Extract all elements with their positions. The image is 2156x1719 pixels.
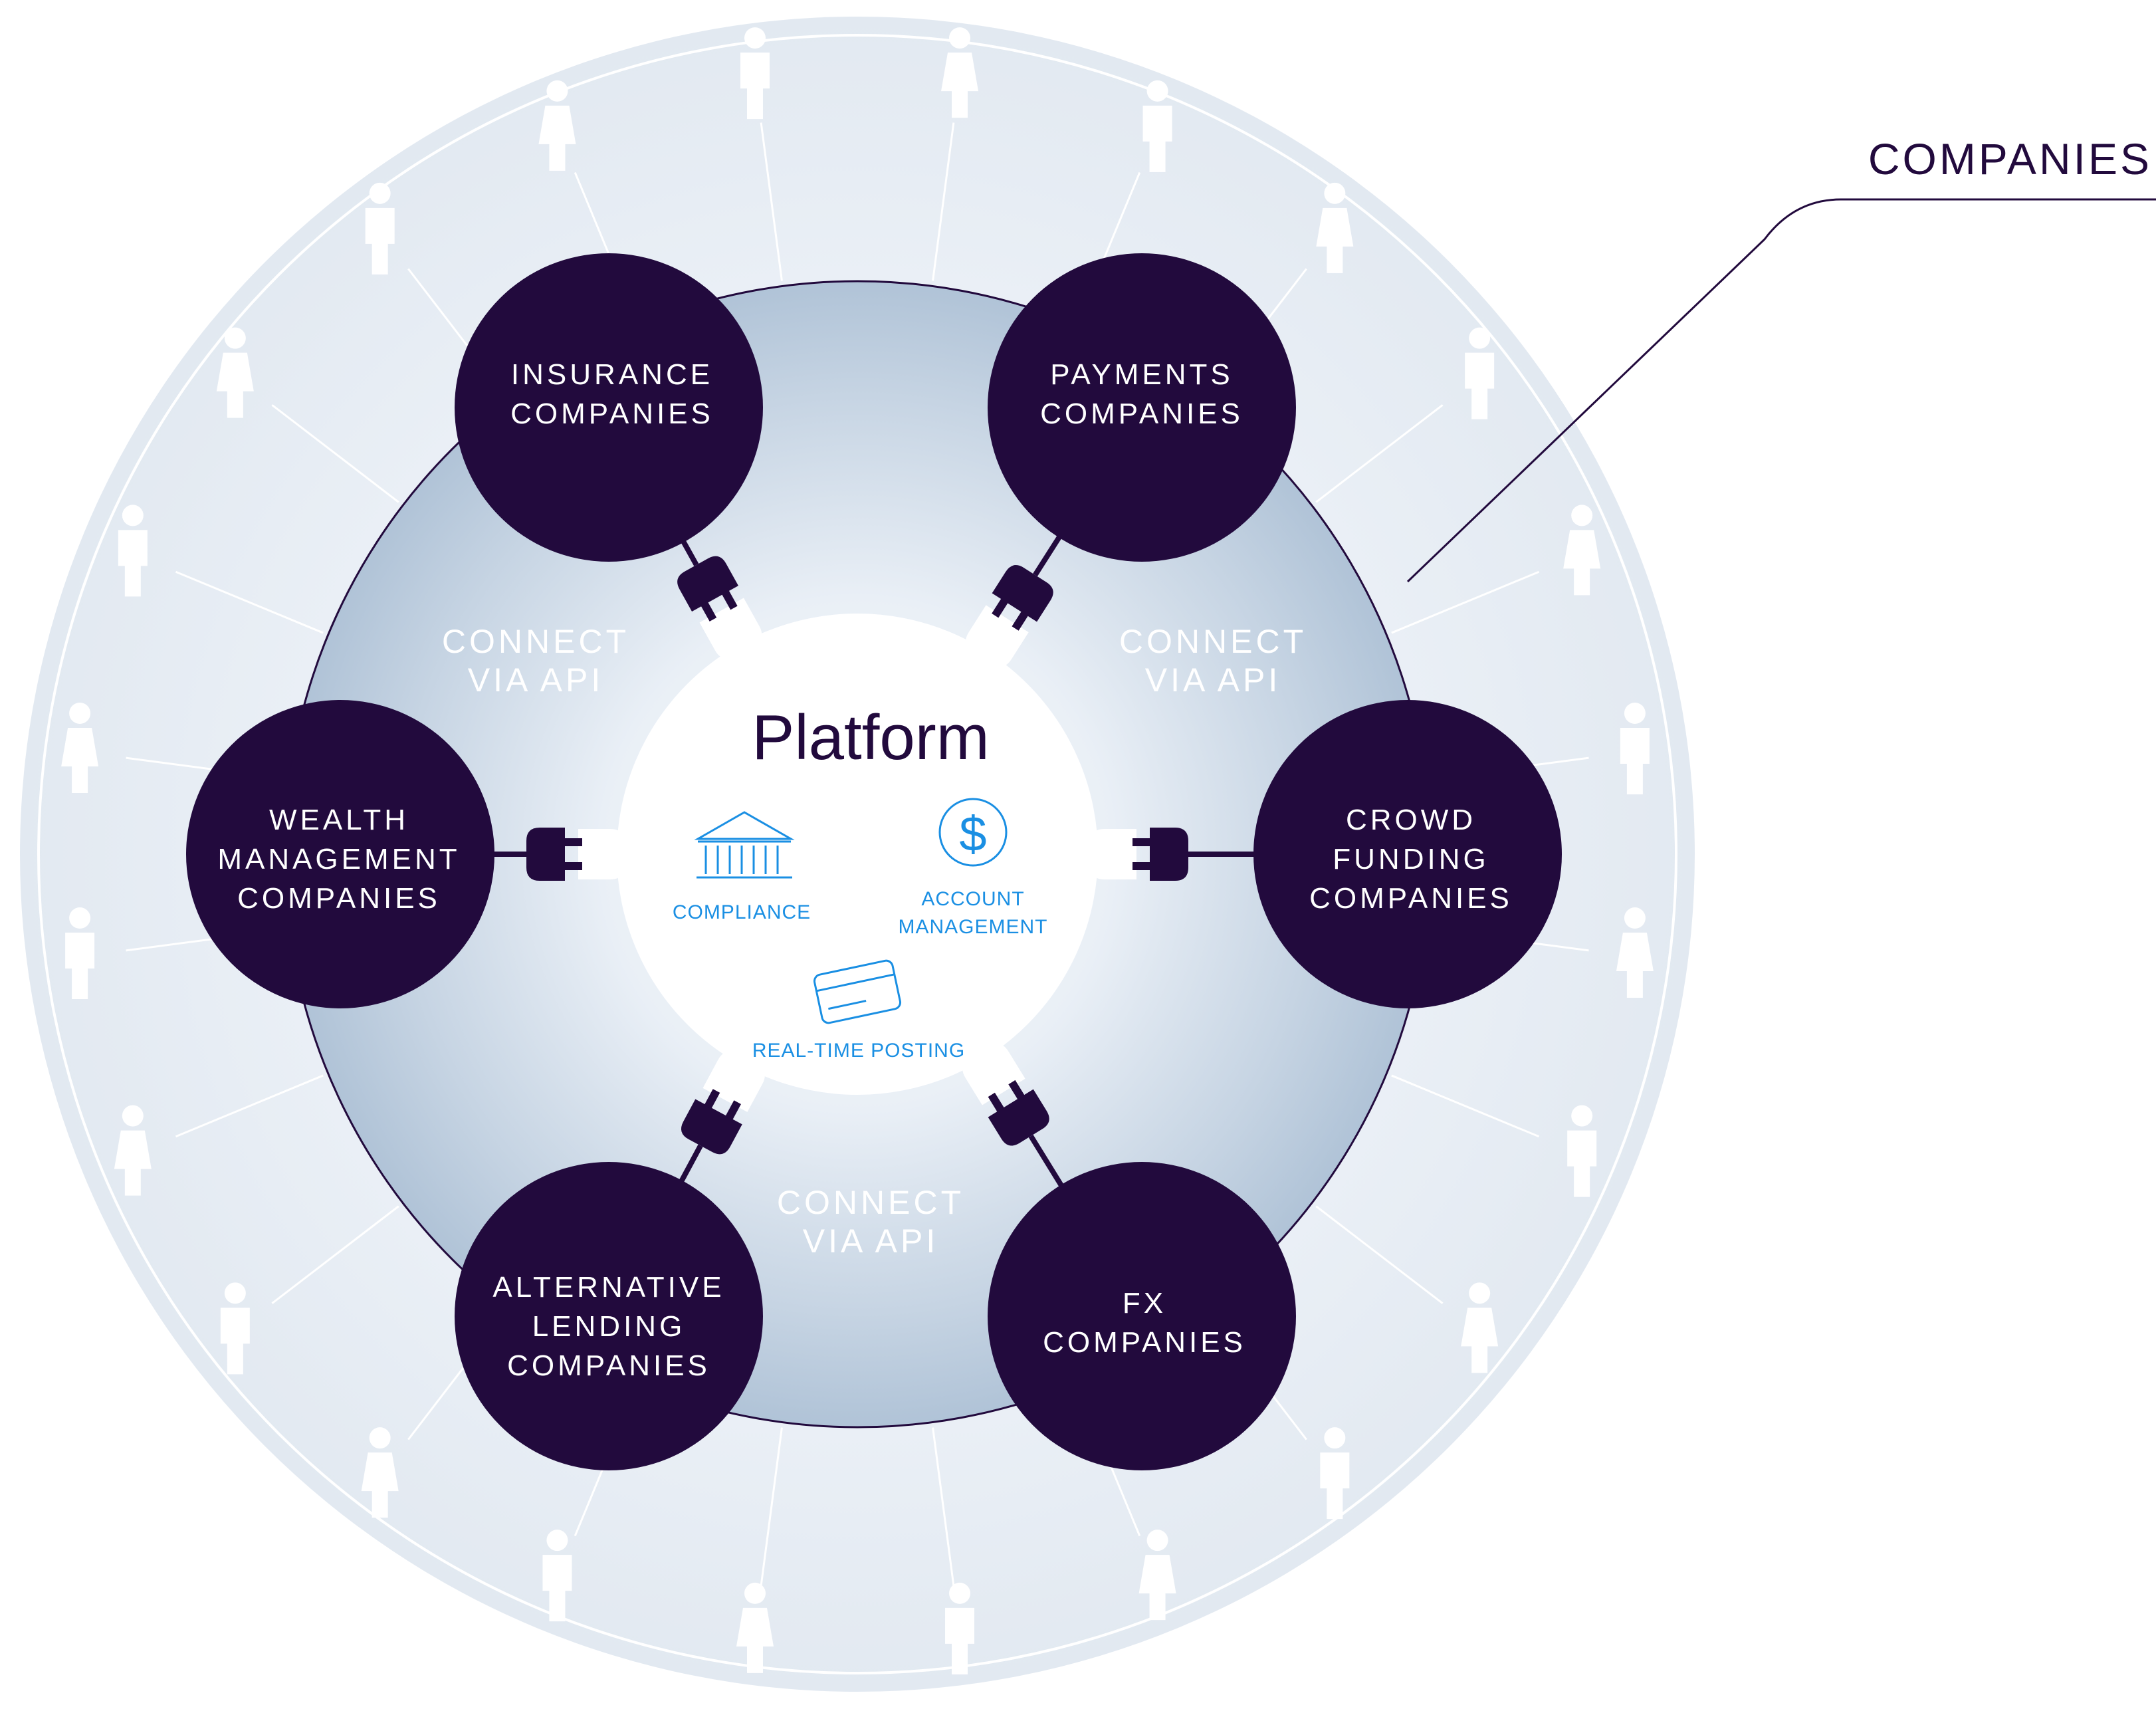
company-node-payments[interactable]: PAYMENTS COMPANIES xyxy=(988,253,1296,562)
svg-text:$: $ xyxy=(959,806,986,861)
plug-connectors xyxy=(490,532,1257,1190)
svg-text:WEALTH: WEALTH xyxy=(269,804,409,836)
person-icon xyxy=(941,27,979,118)
svg-text:VIA API: VIA API xyxy=(1145,661,1281,699)
svg-text:FX: FX xyxy=(1123,1287,1166,1319)
svg-text:LENDING: LENDING xyxy=(532,1310,686,1343)
spoke-line xyxy=(271,404,399,503)
person-icon xyxy=(945,1582,975,1674)
person-icon xyxy=(361,1427,399,1518)
person-icon xyxy=(61,702,99,793)
plug-icon xyxy=(677,1051,765,1185)
svg-text:FUNDING: FUNDING xyxy=(1333,843,1489,875)
person-icon xyxy=(1316,182,1354,273)
spoke-line xyxy=(175,1074,324,1138)
platform-hub[interactable] xyxy=(617,614,1098,1095)
plug-icon xyxy=(677,537,762,659)
person-icon xyxy=(1138,1530,1176,1621)
person-icon xyxy=(65,907,95,1000)
company-node-fx[interactable]: FX COMPANIES xyxy=(988,1162,1296,1470)
svg-text:CROWD: CROWD xyxy=(1346,804,1476,836)
platform-title: Platform xyxy=(752,702,989,773)
svg-text:COMPANIES: COMPANIES xyxy=(510,398,714,430)
plug-icon xyxy=(490,828,625,881)
company-node-insurance[interactable]: INSURANCE COMPANIES xyxy=(455,253,763,562)
connect-label-left: CONNECT VIA API xyxy=(442,623,629,699)
callout-line xyxy=(1406,198,2156,583)
person-icon xyxy=(118,505,148,597)
compliance-label: COMPLIANCE xyxy=(673,901,811,923)
plug-icon xyxy=(1090,828,1257,881)
person-icon xyxy=(1563,505,1601,596)
bank-building-icon xyxy=(694,811,795,879)
company-node-wealth-management[interactable]: WEALTH MANAGEMENT COMPANIES xyxy=(186,700,494,1008)
svg-text:VIA API: VIA API xyxy=(468,661,604,699)
spoke-line xyxy=(1315,1205,1444,1304)
svg-text:CONNECT: CONNECT xyxy=(777,1184,964,1221)
credit-card-icon xyxy=(813,959,902,1024)
svg-text:COMPANIES: COMPANIES xyxy=(507,1349,710,1382)
svg-text:ALTERNATIVE: ALTERNATIVE xyxy=(492,1271,724,1304)
person-icon xyxy=(220,1282,250,1375)
person-icon xyxy=(736,1582,774,1673)
person-icon xyxy=(216,327,254,418)
spoke-line xyxy=(932,1427,955,1586)
spoke-line xyxy=(1391,570,1540,634)
person-icon xyxy=(538,80,576,171)
people-group xyxy=(61,27,1654,1674)
person-icon xyxy=(1465,327,1495,419)
spoke-line xyxy=(760,1427,783,1586)
account-management-label-2: MANAGEMENT xyxy=(898,916,1047,938)
svg-text:COMPANIES: COMPANIES xyxy=(1040,398,1243,430)
connect-label-bottom: CONNECT VIA API xyxy=(777,1184,964,1260)
person-icon xyxy=(1616,907,1654,998)
spoke-line xyxy=(760,122,783,281)
svg-text:COMPANIES: COMPANIES xyxy=(1309,882,1513,915)
spoke-line xyxy=(175,570,324,634)
company-node-crowd-funding[interactable]: CROWD FUNDING COMPANIES xyxy=(1253,700,1562,1008)
svg-text:PAYMENTS: PAYMENTS xyxy=(1050,358,1234,391)
person-icon xyxy=(1142,80,1172,172)
callout-label: COMPANIES xyxy=(1868,134,2152,183)
spoke-line xyxy=(1315,404,1444,503)
dollar-circle-icon: $ xyxy=(938,798,1008,867)
person-icon xyxy=(1320,1427,1350,1520)
person-icon xyxy=(1461,1282,1499,1373)
svg-text:INSURANCE: INSURANCE xyxy=(511,358,713,391)
svg-text:COMPANIES: COMPANIES xyxy=(1043,1326,1246,1359)
person-icon xyxy=(1567,1105,1597,1197)
person-icon xyxy=(740,27,770,120)
connect-label-right: CONNECT VIA API xyxy=(1119,623,1307,699)
account-management-label-1: ACCOUNT xyxy=(921,888,1024,910)
real-time-posting-label: REAL-TIME POSTING xyxy=(752,1040,965,1062)
person-icon xyxy=(1620,702,1650,794)
person-icon xyxy=(365,182,395,275)
svg-text:CONNECT: CONNECT xyxy=(1119,623,1307,660)
spoke-line xyxy=(1391,1074,1540,1138)
svg-text:MANAGEMENT: MANAGEMENT xyxy=(217,843,460,875)
person-icon xyxy=(542,1530,572,1622)
svg-text:COMPANIES: COMPANIES xyxy=(237,882,441,915)
company-node-alternative-lending[interactable]: ALTERNATIVE LENDING COMPANIES xyxy=(455,1162,763,1470)
svg-text:CONNECT: CONNECT xyxy=(442,623,629,660)
spoke-line xyxy=(271,1205,399,1304)
outer-ring-edge xyxy=(37,34,1677,1674)
spoke-line xyxy=(932,122,955,281)
svg-text:VIA API: VIA API xyxy=(803,1222,939,1260)
person-icon xyxy=(114,1105,152,1196)
